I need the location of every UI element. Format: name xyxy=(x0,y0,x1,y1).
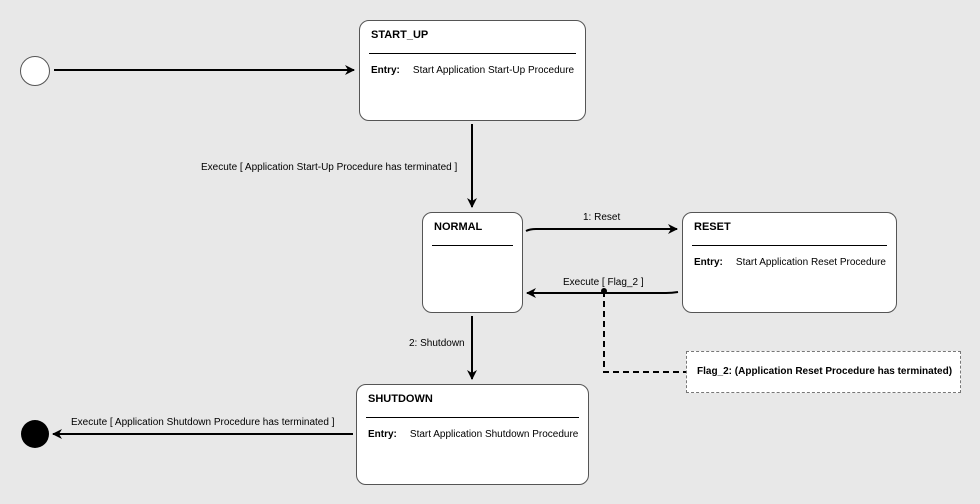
state-divider xyxy=(366,417,579,418)
note-anchor-line xyxy=(603,291,686,373)
state-title: SHUTDOWN xyxy=(368,393,433,405)
final-state xyxy=(21,420,49,448)
entry-text: Start Application Shutdown Procedure xyxy=(409,429,579,440)
state-entry: Entry: Start Application Shutdown Procedu… xyxy=(368,429,578,440)
edge-reset-to-normal xyxy=(526,288,679,298)
state-shutdown[interactable]: SHUTDOWN Entry: Start Application Shutdow… xyxy=(356,384,589,485)
label-shutdown-to-final: Execute [ Application Shutdown Procedure… xyxy=(71,417,335,428)
label-startup-to-normal: Execute [ Application Start-Up Procedure… xyxy=(201,162,458,173)
state-title: START_UP xyxy=(371,29,429,41)
state-startup[interactable]: START_UP Entry: Start Application Start-U… xyxy=(359,20,586,121)
entry-text: Start Application Start-Up Procedure xyxy=(412,65,575,76)
state-reset[interactable]: RESET Entry: Start Application Reset Proc… xyxy=(682,212,897,313)
state-normal[interactable]: NORMAL xyxy=(422,212,523,313)
entry-text: Start Application Reset Procedure xyxy=(735,257,886,268)
note-anchor-dot xyxy=(601,288,607,294)
initial-state xyxy=(20,56,50,86)
state-divider xyxy=(369,53,576,54)
entry-keyword: Entry: xyxy=(368,429,397,440)
state-title: NORMAL xyxy=(434,221,483,233)
entry-keyword: Entry: xyxy=(371,65,400,76)
state-title: RESET xyxy=(694,221,731,233)
state-entry: Entry: Start Application Reset Procedure xyxy=(694,257,886,268)
note-flag-2: Flag_2: (Application Reset Procedure has… xyxy=(686,351,961,393)
label-reset-to-normal: Execute [ Flag_2 ] xyxy=(563,277,644,288)
label-normal-to-reset: 1: Reset xyxy=(583,212,621,223)
state-divider xyxy=(692,245,887,246)
state-entry: Entry: Start Application Start-Up Procedu… xyxy=(371,65,574,76)
label-normal-to-shutdown: 2: Shutdown xyxy=(409,338,465,349)
entry-keyword: Entry: xyxy=(694,257,723,268)
state-divider xyxy=(432,245,513,246)
edge-normal-to-reset xyxy=(525,224,678,234)
